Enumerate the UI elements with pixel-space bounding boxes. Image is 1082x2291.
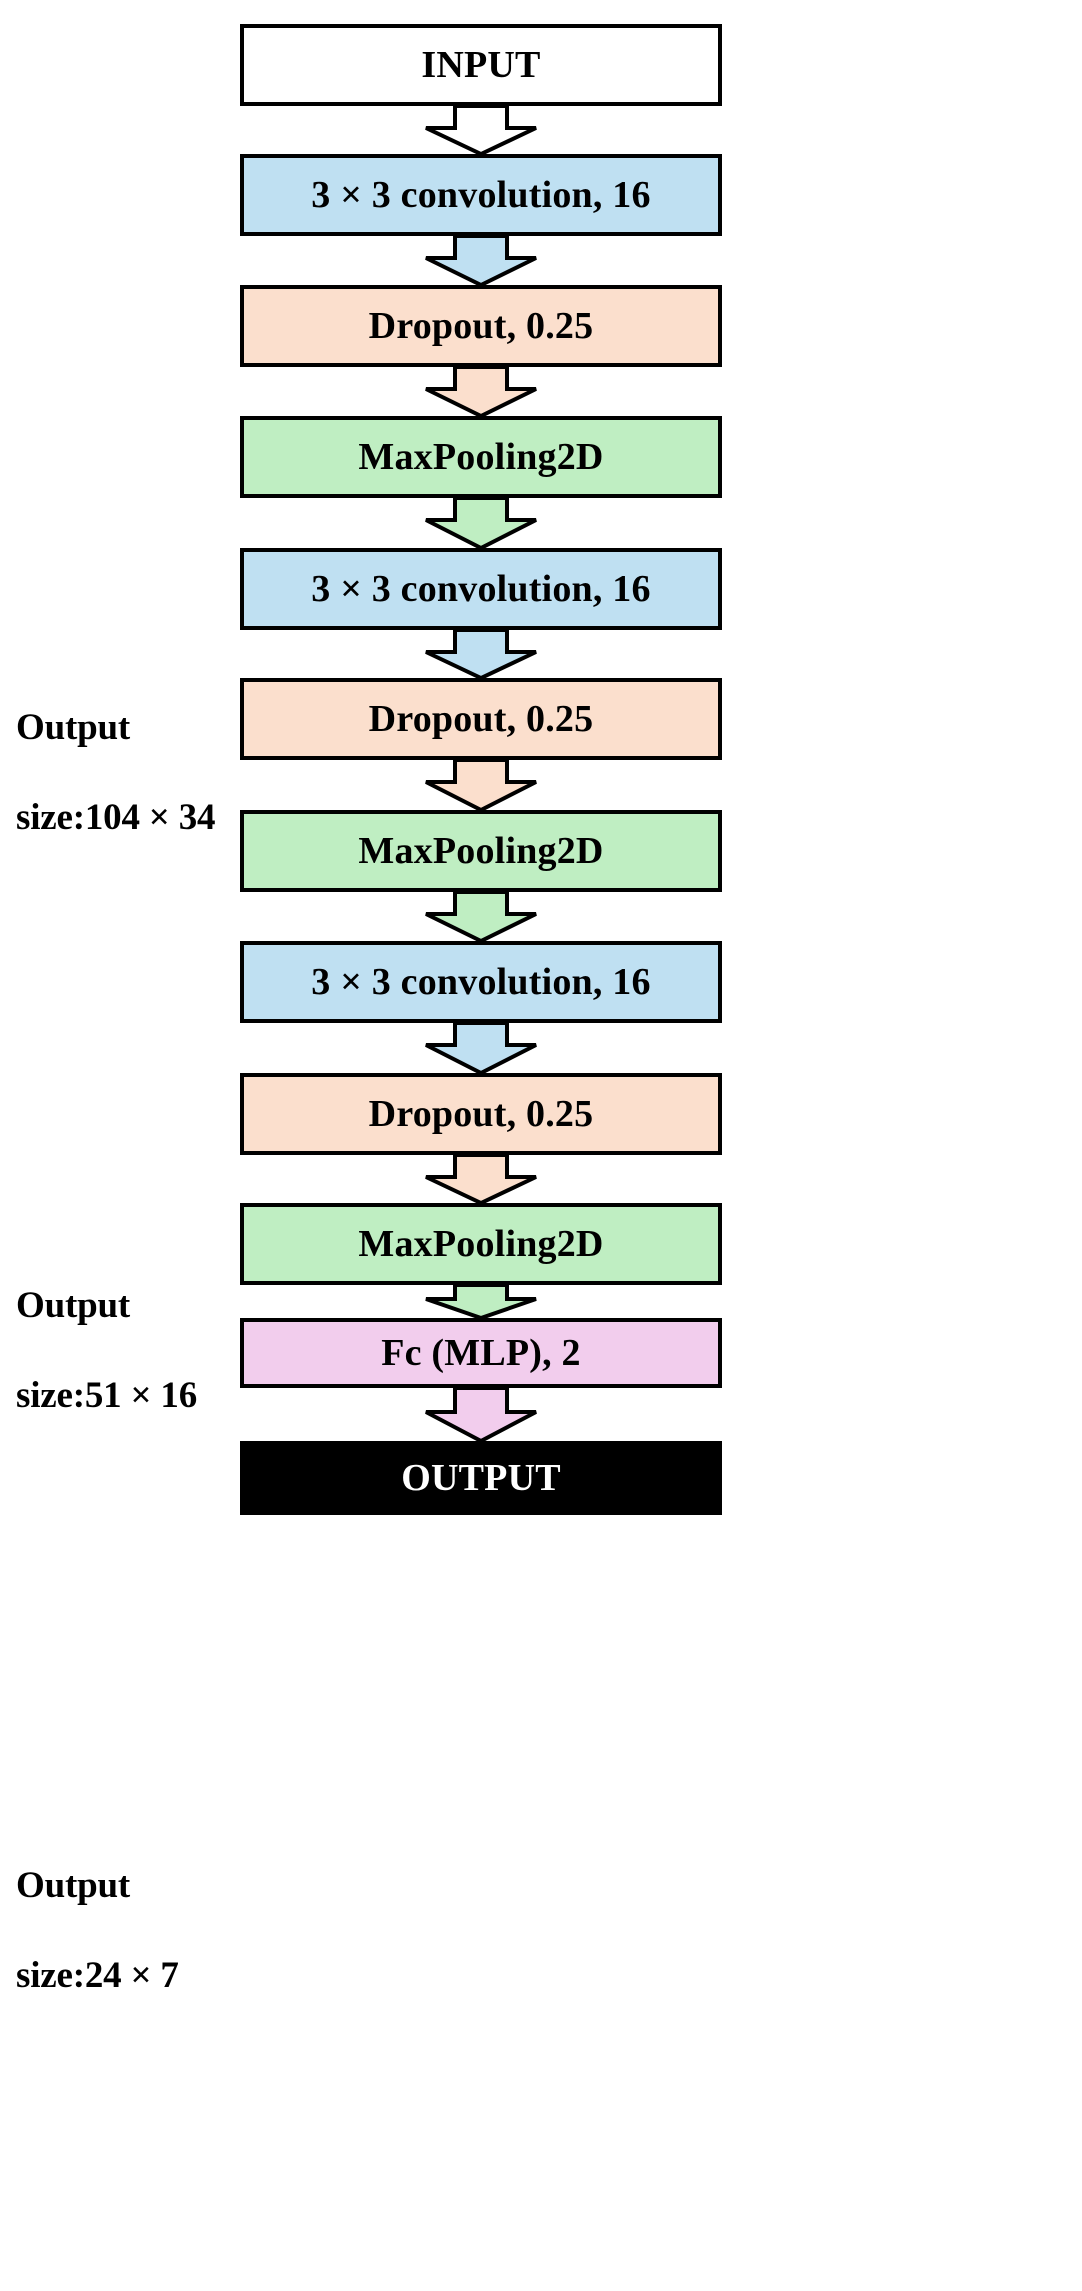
arrow-conv2-to-dropout2 bbox=[240, 628, 722, 681]
node-maxpool1-label: MaxPooling2D bbox=[358, 436, 604, 478]
node-fc-label: Fc (MLP), 2 bbox=[381, 1332, 581, 1374]
output-size-annotation-1: Output size:104 × 34 bbox=[16, 660, 268, 841]
arrow-maxpool1-to-conv2 bbox=[240, 496, 722, 551]
node-input[interactable]: INPUT bbox=[240, 24, 722, 106]
node-conv1[interactable]: 3 × 3 convolution, 16 bbox=[240, 154, 722, 236]
node-input-label: INPUT bbox=[421, 44, 541, 86]
arrow-dropout3-to-maxpool3 bbox=[240, 1153, 722, 1206]
output-size-annotation-2: Output size:51 × 16 bbox=[16, 1238, 268, 1419]
node-dropout1-label: Dropout, 0.25 bbox=[368, 305, 594, 347]
arrow-conv1-to-dropout1 bbox=[240, 234, 722, 288]
output-size-annotation-1-line2: size:104 × 34 bbox=[16, 797, 216, 839]
node-output[interactable]: OUTPUT bbox=[240, 1441, 722, 1515]
output-size-annotation-2-line1: Output bbox=[16, 1285, 130, 1327]
arrow-dropout2-to-maxpool2 bbox=[240, 758, 722, 813]
node-maxpool3-label: MaxPooling2D bbox=[358, 1223, 604, 1265]
node-dropout2-label: Dropout, 0.25 bbox=[368, 698, 594, 740]
node-dropout3[interactable]: Dropout, 0.25 bbox=[240, 1073, 722, 1155]
node-dropout1[interactable]: Dropout, 0.25 bbox=[240, 285, 722, 367]
node-output-label: OUTPUT bbox=[401, 1457, 561, 1499]
node-dropout3-label: Dropout, 0.25 bbox=[368, 1093, 594, 1135]
node-dropout2[interactable]: Dropout, 0.25 bbox=[240, 678, 722, 760]
output-size-annotation-1-line1: Output bbox=[16, 707, 130, 749]
arrow-maxpool3-to-fc bbox=[240, 1283, 722, 1321]
output-size-annotation-3-line2: size:24 × 7 bbox=[16, 1955, 179, 1997]
node-conv3-label: 3 × 3 convolution, 16 bbox=[311, 961, 651, 1003]
node-maxpool3[interactable]: MaxPooling2D bbox=[240, 1203, 722, 1285]
arrow-input-to-conv1 bbox=[240, 104, 722, 157]
output-size-annotation-3: Output size:24 × 7 bbox=[16, 1818, 268, 1999]
arrow-dropout1-to-maxpool1 bbox=[240, 365, 722, 419]
arrow-conv3-to-dropout3 bbox=[240, 1021, 722, 1076]
node-conv2[interactable]: 3 × 3 convolution, 16 bbox=[240, 548, 722, 630]
output-size-annotation-2-line2: size:51 × 16 bbox=[16, 1375, 198, 1417]
arrow-maxpool2-to-conv3 bbox=[240, 890, 722, 944]
node-conv1-label: 3 × 3 convolution, 16 bbox=[311, 174, 651, 216]
output-size-annotation-3-line1: Output bbox=[16, 1865, 130, 1907]
node-maxpool2[interactable]: MaxPooling2D bbox=[240, 810, 722, 892]
node-maxpool1[interactable]: MaxPooling2D bbox=[240, 416, 722, 498]
node-maxpool2-label: MaxPooling2D bbox=[358, 830, 604, 872]
node-conv2-label: 3 × 3 convolution, 16 bbox=[311, 568, 651, 610]
node-conv3[interactable]: 3 × 3 convolution, 16 bbox=[240, 941, 722, 1023]
arrow-fc-to-output bbox=[240, 1386, 722, 1444]
node-fc[interactable]: Fc (MLP), 2 bbox=[240, 1318, 722, 1388]
